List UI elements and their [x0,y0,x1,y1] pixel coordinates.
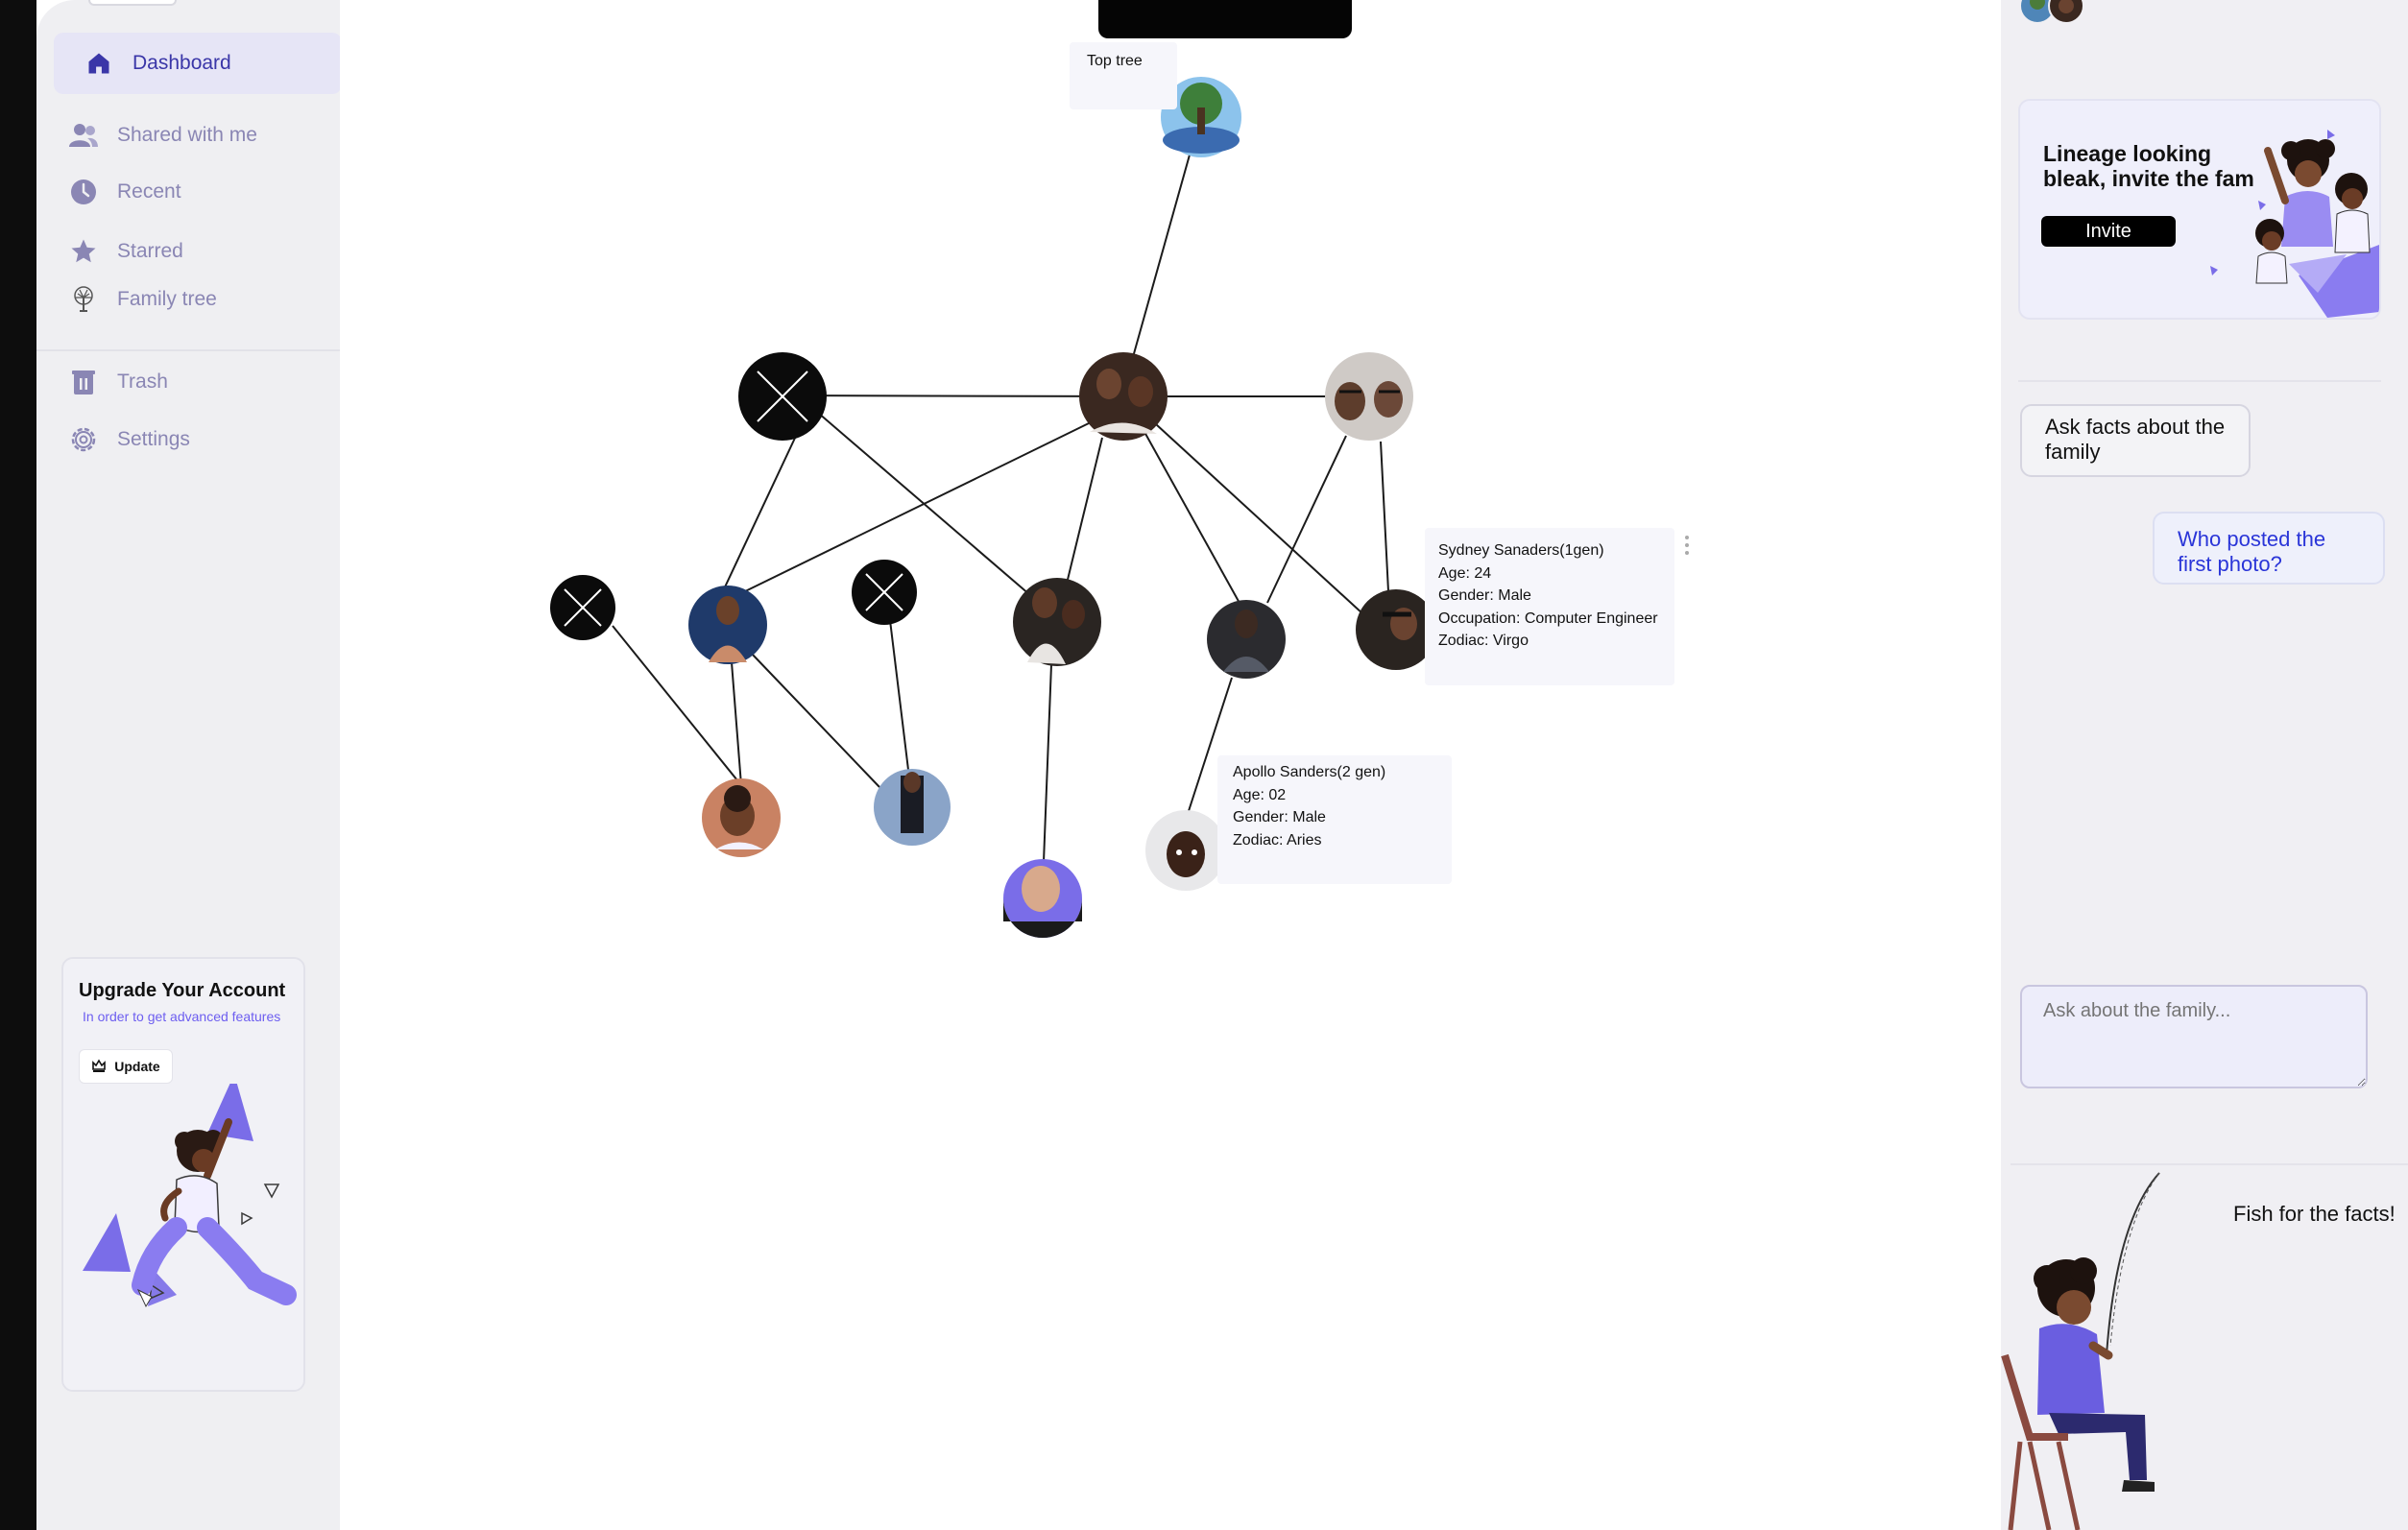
person-zodiac: Zodiac: Aries [1233,831,1322,849]
more-options-icon[interactable] [1682,534,1692,557]
camera-notch [1098,0,1352,38]
sidebar-item-starred[interactable]: Starred [36,225,325,278]
person-age: Age: 02 [1233,786,1287,803]
person-gender: Gender: Male [1438,587,1531,604]
sidebar-item-label: Starred [117,240,183,262]
sidebar-top-tab[interactable] [88,0,177,6]
user-message-bubble: Who posted the first photo? [2153,512,2385,585]
sidebar-item-label: Dashboard [132,52,231,74]
tree-nodes [550,77,1436,938]
sidebar-item-trash[interactable]: Trash [36,355,325,409]
upgrade-card: Upgrade Your Account In order to get adv… [61,957,305,1392]
tree-node-unknown[interactable] [738,352,827,441]
upgrade-subtitle: In order to get advanced features [83,1009,281,1024]
crown-icon [91,1058,107,1076]
tree-node-child[interactable] [1003,859,1082,938]
sidebar-divider [36,349,340,351]
invite-card: Lineage looking bleak, invite the fam In… [2018,99,2381,320]
sydney-info-card: Sydney Sanaders(1gen) Age: 24 Gender: Ma… [1425,528,1674,685]
star-icon [67,235,100,268]
suggestion-chip[interactable]: Ask facts about the family [2020,404,2251,477]
users-icon [67,119,100,152]
sidebar-item-family-tree[interactable]: Family tree [36,273,325,326]
tree-node-person[interactable] [1013,578,1101,666]
update-button[interactable]: Update [79,1049,173,1084]
sidebar-item-label: Family tree [117,288,217,310]
sidebar-item-shared-with-me[interactable]: Shared with me [36,108,325,162]
apollo-info-card: Apollo Sanders(2 gen) Age: 02 Gender: Ma… [1217,755,1452,884]
sidebar-item-label: Trash [117,371,168,393]
sidebar-item-label: Shared with me [117,124,257,146]
sidebar-item-dashboard[interactable]: Dashboard [54,33,342,94]
gear-icon [67,423,100,456]
tree-node-person[interactable] [1207,600,1286,679]
tree-icon [67,283,100,316]
tree-node-sydney[interactable] [1356,589,1436,670]
fishing-person-illustration [2001,1172,2160,1530]
sidebar-item-label: Settings [117,428,190,450]
tree-node-child[interactable] [702,778,781,857]
tree-canvas[interactable] [340,0,2001,1530]
sidebar-item-recent[interactable]: Recent [36,165,325,219]
tree-edges [612,116,1389,863]
person-gender: Gender: Male [1233,809,1326,825]
sidebar-item-settings[interactable]: Settings [36,413,325,466]
climbing-person-illustration [83,1084,297,1308]
person-age: Age: 24 [1438,564,1492,582]
tree-node-person[interactable] [688,586,767,664]
invite-button[interactable]: Invite [2041,216,2176,247]
tree-node-root[interactable] [1161,77,1241,157]
tree-node-grandparents[interactable] [1325,352,1413,441]
sidebar-item-label: Recent [117,180,181,203]
person-zodiac: Zodiac: Virgo [1438,633,1529,649]
home-icon [83,47,115,80]
tree-node-unknown[interactable] [550,575,615,640]
update-button-label: Update [114,1059,160,1074]
root-node-label: Top tree [1070,42,1177,109]
tree-node-child[interactable] [874,769,951,846]
ask-family-input[interactable] [2020,985,2368,1088]
person-name: Apollo Sanders(2 gen) [1233,764,1386,780]
invite-text: Lineage looking bleak, invite the fam [2043,141,2254,191]
trash-icon [67,366,100,398]
family-tree-graph[interactable] [340,0,2001,960]
clock-icon [67,176,100,208]
tree-node-apollo[interactable] [1145,810,1226,891]
collaborator-avatars[interactable] [2018,0,2105,25]
panel-divider [2011,1163,2408,1165]
fish-caption: Fish for the facts! [2233,1202,2396,1226]
upgrade-title: Upgrade Your Account [79,980,286,1001]
tree-node-couple[interactable] [1079,352,1168,441]
person-name: Sydney Sanaders(1gen) [1438,542,1604,559]
family-waving-illustration [2210,130,2379,318]
panel-divider [2018,380,2381,382]
person-occupation: Occupation: Computer Engineer [1438,610,1658,627]
device-bezel [0,0,36,1530]
tree-node-unknown[interactable] [852,560,917,625]
